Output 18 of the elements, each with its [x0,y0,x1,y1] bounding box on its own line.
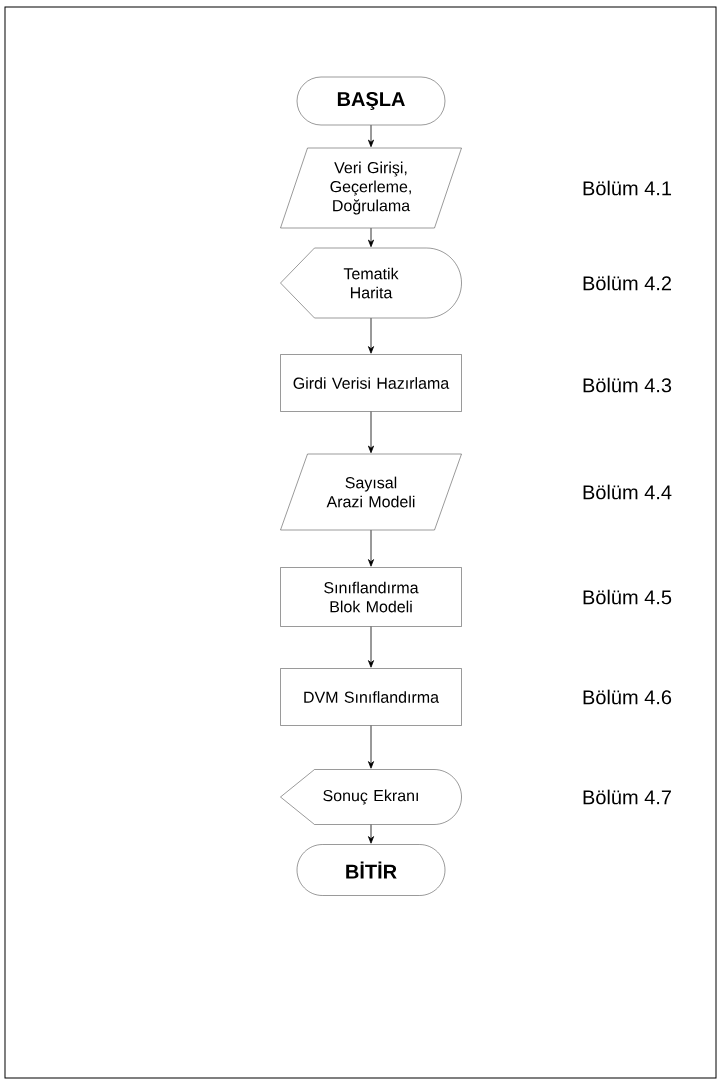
arrow [368,529,374,567]
section-label: Bölüm 4.2 [583,275,671,291]
arrow [368,317,374,354]
section-label: Bölüm 4.4 [583,484,672,500]
process-box: Girdi Verisi Hazırlama [280,354,462,412]
section-label: Bölüm 4.6 [583,689,672,705]
section-label: Bölüm 4.5 [583,589,672,605]
arrow [368,124,374,148]
process-box: DVM Sınıflandırma [280,668,462,726]
arrow [368,411,374,454]
arrow [368,725,374,769]
section-label: Bölüm 4.7 [583,789,671,805]
arrow [368,227,374,248]
section-label: Bölüm 4.1 [583,180,672,196]
process-box: Sınıflandırma Blok Modeli [280,567,462,627]
arrow [368,626,374,668]
section-label: Bölüm 4.3 [583,377,672,393]
arrow [368,824,374,844]
